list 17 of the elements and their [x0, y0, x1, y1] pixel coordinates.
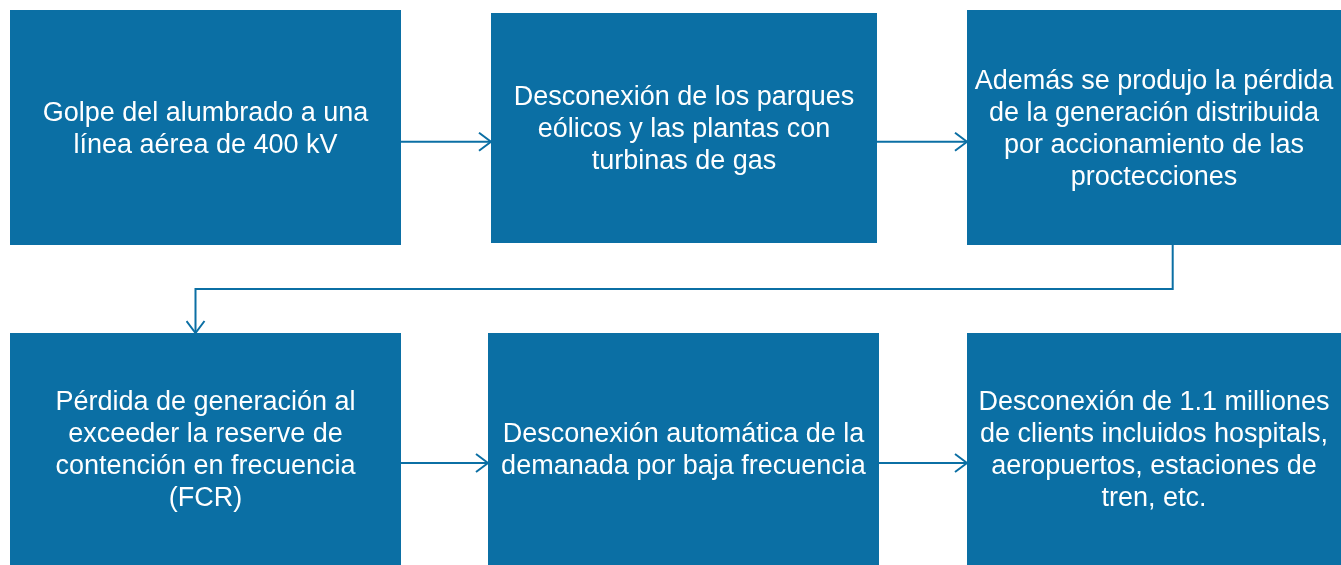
process-box [10, 10, 401, 245]
arrow [876, 131, 968, 152]
arrow [400, 453, 489, 473]
step-text: Desconexión automática de la demanada por baja frecuencia [500, 417, 867, 481]
process-box [491, 13, 877, 243]
arrow [185, 244, 1174, 334]
step-text: Además se produjo la pérdida de la generación distribuida por accionamiento de las proctecciones [973, 63, 1335, 192]
step-text: Golpe del alumbrado a una línea aérea de 400 kV [41, 95, 370, 160]
step-text: Pérdida de generación al exceeder la reserve de contención en frecuencia (FCR) [54, 385, 357, 513]
step-text: Desconexión de los parques eólicos y las plantas con turbinas de gas [512, 80, 856, 176]
arrow [878, 453, 968, 473]
step-text: Desconexión de 1.1 milliones de clients incluidos hospitals, aeropuertos, estaciones de tren, etc. [977, 385, 1331, 513]
process-box [967, 333, 1341, 565]
process-box [967, 10, 1341, 245]
arrow [400, 131, 492, 152]
process-box [488, 333, 879, 565]
process-box [10, 333, 401, 565]
